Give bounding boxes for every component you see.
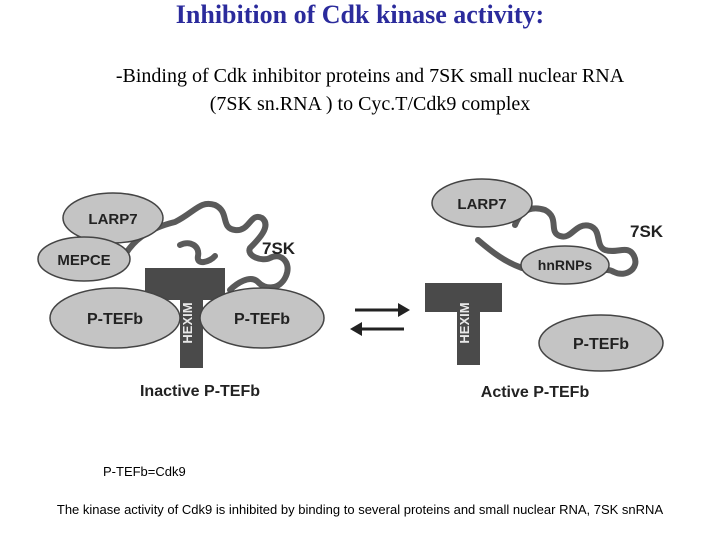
page-subtitle: -Binding of Cdk inhibitor proteins and 7… [30,62,710,118]
page-title: Inhibition of Cdk kinase activity: [175,0,545,29]
active-larp7-label: LARP7 [457,196,506,213]
inactive-mepce-ellipse [37,236,131,282]
active-ptefb-label: P-TEFb [573,336,629,353]
active-hnrnps-ellipse [520,245,610,285]
inactive-ptefb-right-ellipse [199,287,325,349]
inactive-ptefb-left-label: P-TEFb [87,311,143,328]
inactive-caption: Inactive P-TEFb [140,383,260,400]
equilibrium-arrows-icon [350,303,410,336]
inactive-mepce-label: MEPCE [57,252,110,269]
subtitle-line-2: (7SK sn.RNA ) to Cyc.T/Cdk9 complex [209,93,531,115]
footer-caption: The kinase activity of Cdk9 is inhibited… [56,502,664,517]
active-larp7-ellipse [431,178,533,228]
ptefb-note: P-TEFb=Cdk9 [103,464,186,479]
inactive-hexim-shape [145,268,225,368]
active-hexim-label: HEXIM [457,302,472,343]
inactive-7sk-rna-strand [117,200,291,293]
inactive-7sk-label: 7SK [262,239,296,258]
inactive-ptefb-right-label: P-TEFb [234,311,290,328]
active-7sk-label: 7SK [630,222,664,241]
inactive-larp7-label: LARP7 [88,211,137,228]
inactive-complex: LARP7 MEPCE 7SK P-TEFb P-TEFb HEXIM Inac… [37,192,325,400]
active-hnrnps-label: hnRNPs [538,257,593,273]
active-7sk-rna-strand [512,205,639,277]
active-ptefb-ellipse [538,314,664,372]
inactive-hexim-label: HEXIM [180,302,195,343]
active-complex: LARP7 hnRNPs 7SK HEXIM P-TEFb Active P-T… [425,178,664,401]
active-caption: Active P-TEFb [481,384,590,401]
inactive-7sk-rna-loop [177,240,218,265]
active-7sk-rna-tail [475,237,525,271]
subtitle-line-1: -Binding of Cdk inhibitor proteins and 7… [115,65,625,87]
inactive-ptefb-left-ellipse [49,287,181,349]
active-hexim-shape [425,283,502,365]
